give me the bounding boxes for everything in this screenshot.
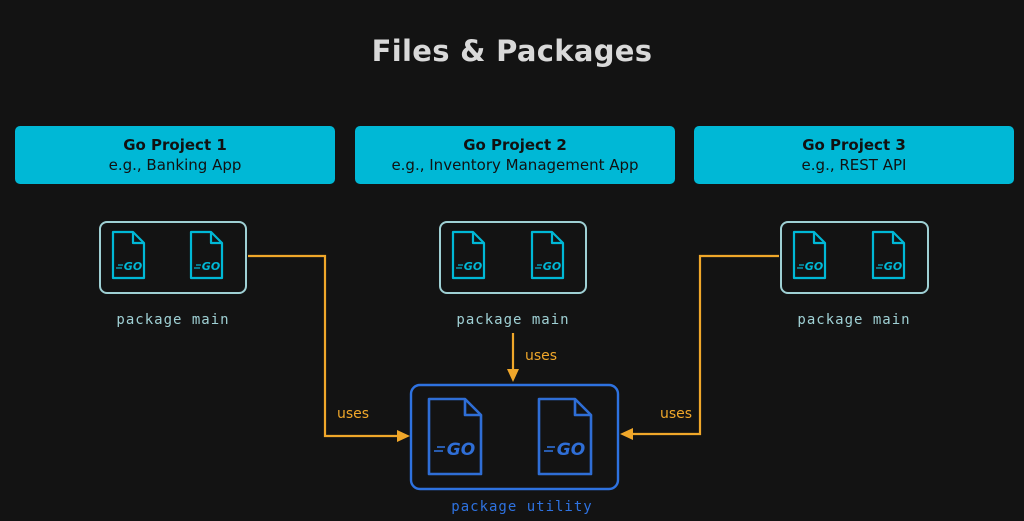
go-file-icon	[537, 397, 593, 476]
project-description: e.g., REST API	[801, 156, 907, 174]
go-file-icon	[530, 230, 565, 280]
project-name: Go Project 2	[463, 136, 567, 154]
project-box-2: Go Project 2 e.g., Inventory Management …	[355, 126, 675, 184]
package-main-label-2: package main	[456, 312, 570, 328]
uses-label-1: uses	[337, 406, 370, 422]
arrow-head	[397, 430, 410, 442]
package-main-box-2	[439, 221, 587, 294]
project-box-1: Go Project 1 e.g., Banking App	[15, 126, 335, 184]
project-description: e.g., Inventory Management App	[391, 156, 639, 174]
project-name: Go Project 1	[123, 136, 227, 154]
package-main-label-1: package main	[116, 312, 230, 328]
uses-label-3: uses	[660, 406, 693, 422]
go-file-icon	[451, 230, 486, 280]
arrow-head	[507, 369, 519, 382]
go-file-icon	[189, 230, 224, 280]
go-file-icon	[871, 230, 906, 280]
project-box-3: Go Project 3 e.g., REST API	[694, 126, 1014, 184]
package-main-box-3	[780, 221, 929, 294]
go-file-icon	[792, 230, 827, 280]
package-main-label-3: package main	[797, 312, 911, 328]
project-description: e.g., Banking App	[108, 156, 242, 174]
arrow-head	[620, 428, 633, 440]
package-utility-label: package utility	[451, 499, 593, 515]
go-file-icon	[427, 397, 483, 476]
go-file-icon	[111, 230, 146, 280]
uses-label-2: uses	[525, 348, 558, 364]
arrow-project1-to-utility	[248, 254, 400, 438]
project-name: Go Project 3	[802, 136, 906, 154]
arrow-project3-to-utility	[630, 254, 779, 436]
package-utility-box	[409, 383, 620, 491]
package-main-box-1	[99, 221, 247, 294]
diagram-title: Files & Packages	[371, 34, 653, 68]
